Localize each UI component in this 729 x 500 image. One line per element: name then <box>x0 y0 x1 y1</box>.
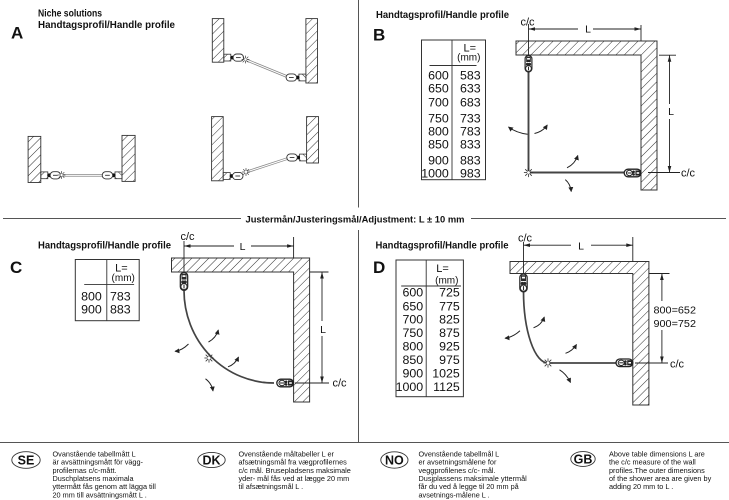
svg-text:är avsättningsmått för vägg-: är avsättningsmått för vägg- <box>53 458 144 467</box>
svg-text:833: 833 <box>460 137 481 151</box>
svg-text:afsætningsmål fra vægprofilern: afsætningsmål fra vægprofilernes <box>239 458 348 467</box>
svg-text:profiles.The outer dimensions: profiles.The outer dimensions <box>609 466 705 475</box>
svg-text:c/c: c/c <box>520 16 535 28</box>
svg-text:er avsetningsmålene for: er avsetningsmålene for <box>419 458 497 467</box>
svg-text:c/c: c/c <box>670 358 685 370</box>
svg-text:avsetnings-målene L .: avsetnings-målene L . <box>419 490 490 499</box>
svg-text:c/c: c/c <box>333 378 348 390</box>
svg-text:983: 983 <box>460 167 481 181</box>
svg-text:783: 783 <box>460 124 481 138</box>
svg-text:DK: DK <box>202 454 220 468</box>
svg-text:800: 800 <box>428 124 449 138</box>
svg-text:D: D <box>373 258 385 277</box>
svg-text:975: 975 <box>439 353 460 367</box>
svg-text:1025: 1025 <box>432 367 460 381</box>
svg-text:850: 850 <box>403 353 424 367</box>
svg-text:900: 900 <box>428 154 449 168</box>
svg-text:Niche solutions: Niche solutions <box>38 9 102 20</box>
svg-text:900: 900 <box>403 367 424 381</box>
svg-text:til afsætningsmål L .: til afsætningsmål L . <box>239 482 304 491</box>
svg-text:profilernas c/c-mått.: profilernas c/c-mått. <box>53 466 117 475</box>
svg-text:Justermån/Justeringsmål/Adjust: Justermån/Justeringsmål/Adjustment: L ± … <box>246 214 465 225</box>
svg-text:the c/c measure of the wall: the c/c measure of the wall <box>609 458 696 467</box>
svg-text:C: C <box>10 258 22 277</box>
svg-text:683: 683 <box>460 95 481 109</box>
svg-text:yttermått fås genom att lägga: yttermått fås genom att lägga till <box>53 482 157 491</box>
svg-text:600: 600 <box>428 68 449 82</box>
svg-text:925: 925 <box>439 339 460 353</box>
svg-text:875: 875 <box>439 326 460 340</box>
svg-text:900=752: 900=752 <box>654 319 697 330</box>
svg-text:får du ved å legge til 20 mm p: får du ved å legge til 20 mm på <box>419 482 520 491</box>
svg-text:veggprofilenes c/c- mål.: veggprofilenes c/c- mål. <box>419 466 496 475</box>
svg-text:c/c mål. Brusepladsens maksima: c/c mål. Brusepladsens maksimale <box>239 466 351 475</box>
svg-text:Duschplatsens maximala: Duschplatsens maximala <box>53 474 135 483</box>
svg-text:633: 633 <box>460 82 481 96</box>
svg-text:1000: 1000 <box>421 167 449 181</box>
svg-text:Handtagsprofil/Handle profile: Handtagsprofil/Handle profile <box>376 10 509 21</box>
svg-text:850: 850 <box>428 137 449 151</box>
svg-text:L: L <box>578 241 584 253</box>
svg-text:883: 883 <box>460 154 481 168</box>
svg-text:B: B <box>373 26 385 45</box>
svg-text:c/c: c/c <box>180 231 195 243</box>
svg-text:Above table dimensions L are: Above table dimensions L are <box>609 449 705 458</box>
svg-text:800: 800 <box>403 339 424 353</box>
svg-text:883: 883 <box>110 303 131 317</box>
svg-text:700: 700 <box>428 95 449 109</box>
svg-text:783: 783 <box>110 289 131 303</box>
svg-text:GB: GB <box>574 453 593 467</box>
svg-text:825: 825 <box>439 312 460 326</box>
svg-text:900: 900 <box>81 303 102 317</box>
svg-text:L=: L= <box>464 43 477 55</box>
svg-text:of the shower area are given b: of the shower area are given by <box>609 474 712 483</box>
svg-text:Dusjplassens maksimale yttermå: Dusjplassens maksimale yttermål <box>419 474 528 483</box>
svg-text:adding 20 mm to L .: adding 20 mm to L . <box>609 482 673 491</box>
svg-text:(mm): (mm) <box>112 273 135 284</box>
svg-text:750: 750 <box>428 111 449 125</box>
svg-text:L: L <box>240 241 246 253</box>
svg-text:Handtagsprofil/Handle profile: Handtagsprofil/Handle profile <box>376 241 509 252</box>
svg-text:SE: SE <box>18 454 35 468</box>
svg-text:583: 583 <box>460 68 481 82</box>
svg-text:Handtagsprofil/Handle profile: Handtagsprofil/Handle profile <box>38 241 171 252</box>
svg-text:800=652: 800=652 <box>654 305 697 316</box>
svg-text:L=: L= <box>436 263 449 275</box>
svg-text:650: 650 <box>428 82 449 96</box>
svg-text:775: 775 <box>439 299 460 313</box>
svg-text:L: L <box>320 324 326 336</box>
svg-text:725: 725 <box>439 286 460 300</box>
svg-text:L=: L= <box>115 263 128 275</box>
svg-text:(mm): (mm) <box>457 53 480 64</box>
svg-text:L: L <box>668 106 674 118</box>
svg-text:1000: 1000 <box>396 380 424 394</box>
svg-text:650: 650 <box>403 299 424 313</box>
svg-text:Ovanstående tabellmått L: Ovanstående tabellmått L <box>53 449 136 458</box>
svg-text:600: 600 <box>403 286 424 300</box>
svg-text:c/c: c/c <box>681 167 696 179</box>
svg-text:c/c: c/c <box>518 233 533 245</box>
svg-text:800: 800 <box>81 289 102 303</box>
svg-text:Ovenstående måltabeller L er: Ovenstående måltabeller L er <box>239 449 335 458</box>
svg-text:(mm): (mm) <box>435 275 458 286</box>
svg-text:700: 700 <box>403 312 424 326</box>
svg-text:733: 733 <box>460 111 481 125</box>
svg-text:yder- mål fås ved at lægge 20: yder- mål fås ved at lægge 20 mm <box>239 474 350 483</box>
svg-text:750: 750 <box>403 326 424 340</box>
svg-text:20 mm till avsättningsmått L .: 20 mm till avsättningsmått L . <box>53 490 147 499</box>
svg-text:NO: NO <box>385 454 404 468</box>
svg-text:L: L <box>585 23 591 35</box>
svg-text:A: A <box>11 24 23 43</box>
svg-text:Ovenstående tabellmål L: Ovenstående tabellmål L <box>419 449 500 458</box>
svg-text:1125: 1125 <box>433 380 460 394</box>
svg-text:Handtagsprofil/Handle profile: Handtagsprofil/Handle profile <box>38 20 175 31</box>
